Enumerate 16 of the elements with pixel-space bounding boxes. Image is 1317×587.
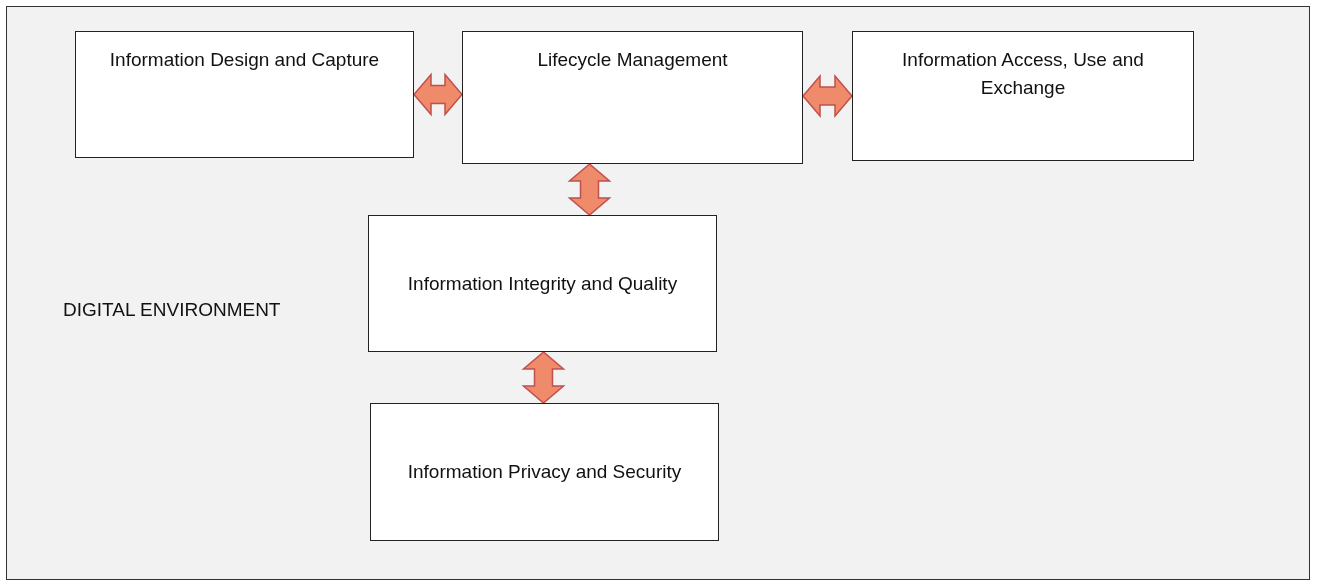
box-label: Information Design and Capture bbox=[109, 48, 380, 72]
double-arrow bbox=[413, 72, 463, 117]
box-label: Information Access, Use and Exchange bbox=[901, 48, 1145, 100]
box-label: Information Privacy and Security bbox=[407, 460, 682, 484]
box-label: Information Integrity and Quality bbox=[407, 271, 678, 296]
process-box bbox=[368, 215, 717, 352]
process-box bbox=[462, 31, 803, 164]
environment-panel bbox=[6, 6, 1310, 580]
process-box bbox=[75, 31, 414, 158]
double-arrow bbox=[802, 73, 853, 119]
double-arrow bbox=[567, 163, 612, 216]
environment-label: DIGITAL ENVIRONMENT bbox=[63, 299, 281, 321]
process-box bbox=[852, 31, 1194, 161]
process-box bbox=[370, 403, 719, 541]
box-label: Lifecycle Management bbox=[537, 48, 728, 72]
double-arrow bbox=[521, 351, 566, 404]
